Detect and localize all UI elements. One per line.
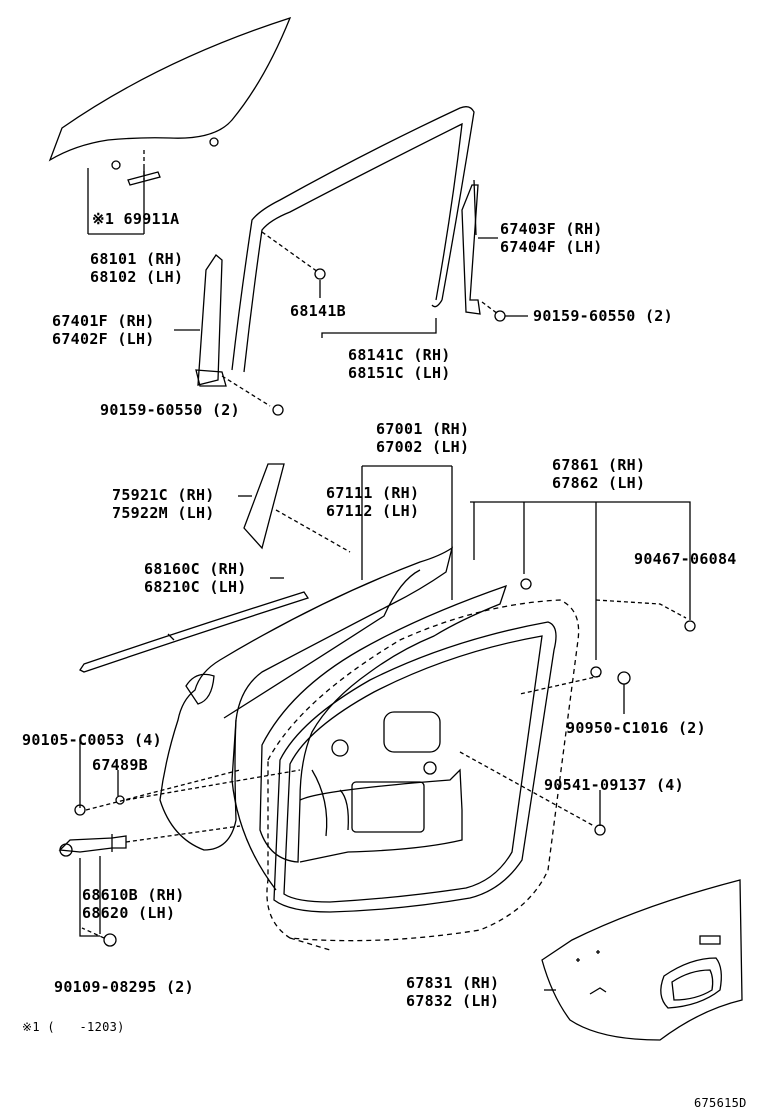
label-line: 67403F (RH) <box>500 220 603 238</box>
service-hole-cover <box>541 879 743 1041</box>
label-hole-plug: 90541-09137 (4) <box>544 776 684 794</box>
label-line: 67862 (LH) <box>552 474 646 492</box>
run-clip-icon <box>314 268 326 280</box>
label-weatherstrip-door: 67861 (RH) 67862 (LH) <box>552 456 645 492</box>
label-rear-channel: 67403F (RH) 67404F (LH) <box>500 220 603 256</box>
label-line: 68620 (LH) <box>82 904 176 922</box>
label-door-panel: 67001 (RH) 67002 (LH) <box>376 420 469 456</box>
label-line: 68160C (RH) <box>144 560 247 578</box>
label-line: 75922M (LH) <box>112 504 215 522</box>
bolt-icon <box>74 804 86 816</box>
label-glass: 68101 (RH) 68102 (LH) <box>90 250 183 286</box>
label-nut-90950: 90950-C1016 (2) <box>566 719 706 737</box>
door-weatherstrip <box>273 621 557 913</box>
footnote: ※1 ( -1203) <box>22 1020 125 1034</box>
label-plug-67489: 67489B <box>92 756 148 774</box>
label-bolt-top-right: 90159-60550 (2) <box>533 307 673 325</box>
label-line: 68151C (LH) <box>348 364 451 382</box>
label-line: 67861 (RH) <box>552 456 646 474</box>
door-glass <box>48 16 292 186</box>
label-line: 67111 (RH) <box>326 484 420 502</box>
label-line: 67404F (LH) <box>500 238 603 256</box>
label-line: 67002 (LH) <box>376 438 470 456</box>
bolt-icon <box>494 310 506 322</box>
label-line: 67832 (LH) <box>406 992 500 1010</box>
label-service-hole-cover: 67831 (RH) 67832 (LH) <box>406 974 499 1010</box>
label-trim-tape: 75921C (RH) 75922M (LH) <box>112 486 215 522</box>
label-line: 68210C (LH) <box>144 578 247 596</box>
label-line: 67401F (RH) <box>52 312 155 330</box>
trim-tape <box>243 463 285 550</box>
clip-icon <box>520 578 532 590</box>
label-bolt-front-lower: 90159-60550 (2) <box>100 401 240 419</box>
front-door-panel <box>159 546 454 891</box>
bolt-icon <box>103 933 117 947</box>
door-glass-run <box>231 106 475 373</box>
plug-icon <box>115 795 125 805</box>
rear-channel <box>461 179 481 315</box>
front-channel <box>195 254 227 387</box>
label-line: 68610B (RH) <box>82 886 185 904</box>
label-front-channel: 67401F (RH) 67402F (LH) <box>52 312 155 348</box>
clip-icon <box>684 620 696 632</box>
dashed-outline <box>266 599 580 942</box>
label-line: 68102 (LH) <box>90 268 184 286</box>
plug-icon <box>594 824 606 836</box>
bolt-icon <box>272 404 284 416</box>
label-glass-note: ※1 69911A <box>92 210 180 228</box>
run-leader <box>321 318 437 338</box>
label-bolt-90105: 90105-C0053 (4) <box>22 731 162 749</box>
label-line: 67001 (RH) <box>376 420 470 438</box>
inner-door-frame <box>259 584 508 863</box>
label-clip-90467: 90467-06084 <box>634 550 737 568</box>
label-belt-moulding: 68160C (RH) 68210C (LH) <box>144 560 247 596</box>
label-line: 67831 (RH) <box>406 974 500 992</box>
label-run: 68141C (RH) 68151C (LH) <box>348 346 451 382</box>
door-check <box>58 834 127 857</box>
nut-icon <box>617 671 631 685</box>
label-line: 67112 (LH) <box>326 502 420 520</box>
label-run-clip: 68141B <box>290 302 346 320</box>
label-line: 67402F (LH) <box>52 330 155 348</box>
label-weatherstrip-outer: 67111 (RH) 67112 (LH) <box>326 484 419 520</box>
belt-moulding <box>79 591 310 673</box>
label-check-assy: 68610B (RH) 68620 (LH) <box>82 886 185 922</box>
clip-icon <box>590 666 602 678</box>
label-line: 68101 (RH) <box>90 250 184 268</box>
label-bolt-90109: 90109-08295 (2) <box>54 978 194 996</box>
label-line: 75921C (RH) <box>112 486 215 504</box>
diagram-id: 675615D <box>694 1096 747 1110</box>
label-line: 68141C (RH) <box>348 346 451 364</box>
